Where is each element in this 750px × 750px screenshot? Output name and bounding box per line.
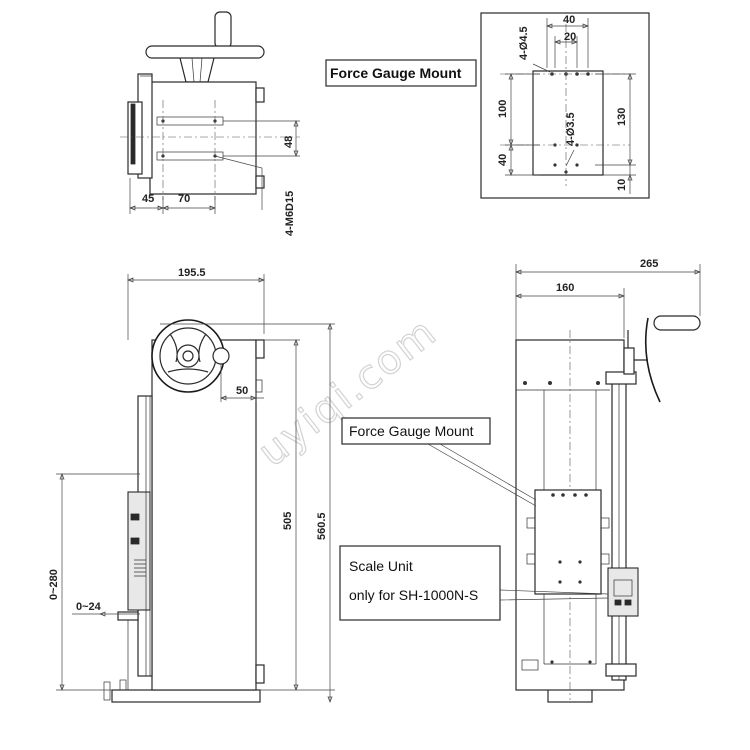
side-view — [515, 264, 701, 703]
force-gauge-mount-callout-box — [341, 417, 491, 445]
mount-dim-100: 100 — [497, 100, 509, 118]
scale-unit-label: Scale Unit — [349, 558, 413, 574]
front-dim-stroke: 0~280 — [48, 569, 60, 600]
watermark: uyiqi.com — [250, 309, 446, 476]
side-dim-160: 160 — [556, 282, 574, 294]
front-dim-560: 560.5 — [316, 512, 328, 540]
front-dim-505: 505 — [282, 512, 294, 530]
mount-dim-40: 40 — [563, 14, 575, 26]
front-dim-50: 50 — [236, 385, 248, 397]
mount-holes-large: 4-Ø4.5 — [518, 26, 530, 60]
force-gauge-mount-label-top: Force Gauge Mount — [330, 65, 462, 81]
side-dim-265: 265 — [640, 258, 658, 270]
dim-48: 48 — [283, 136, 295, 148]
front-view — [56, 274, 335, 703]
force-gauge-mount-leader — [427, 443, 537, 507]
mount-dim-40-side: 40 — [497, 154, 509, 166]
mount-detail — [480, 12, 650, 199]
mount-dim-130: 130 — [616, 108, 628, 126]
force-gauge-mount-label-box — [325, 59, 477, 87]
mount-dim-10: 10 — [616, 179, 628, 191]
thread-spec-label: 4-M6D15 — [284, 191, 296, 236]
scale-unit-leader — [499, 589, 609, 601]
scale-unit-callout-box — [339, 545, 501, 621]
front-dim-adjust: 0~24 — [76, 601, 102, 613]
front-dim-width: 195.5 — [178, 267, 206, 279]
top-view — [120, 11, 300, 214]
force-gauge-mount-label-side: Force Gauge Mount — [349, 423, 474, 439]
scale-unit-model-label: only for SH-1000N-S — [349, 587, 478, 603]
dim-70: 70 — [178, 193, 190, 205]
mount-dim-20: 20 — [564, 31, 576, 43]
mount-holes-small: 4-Ø3.5 — [565, 112, 577, 146]
dim-45: 45 — [142, 193, 154, 205]
